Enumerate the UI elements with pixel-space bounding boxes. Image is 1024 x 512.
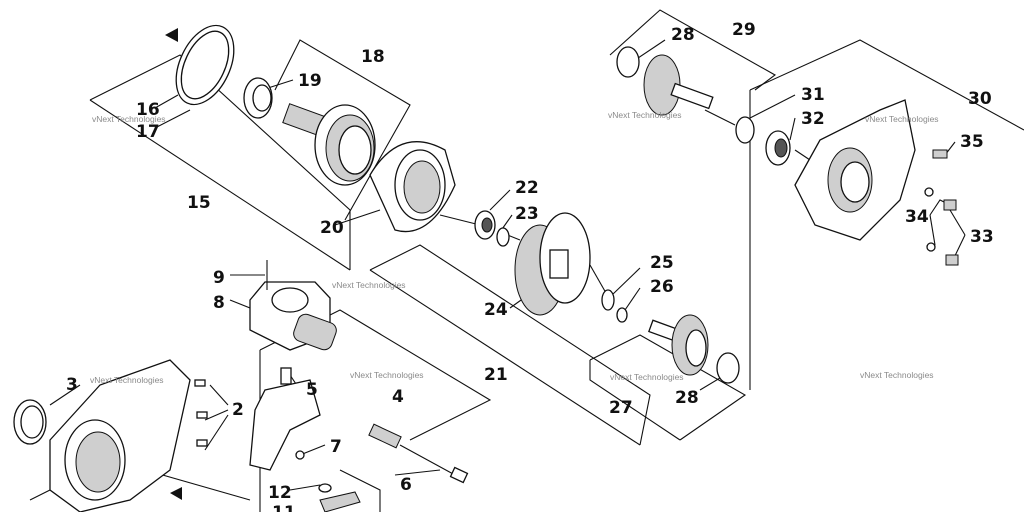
callout-32: 32 — [801, 109, 825, 129]
watermark: vNext Technologies — [90, 375, 164, 385]
watermark: vNext Technologies — [865, 114, 939, 124]
callout-26: 26 — [650, 277, 674, 297]
callout-16: 16 — [136, 100, 160, 120]
callout-27: 27 — [609, 398, 633, 418]
part-bearing-19 — [243, 77, 273, 119]
watermarks: vNext Technologies vNext Technologies vN… — [90, 110, 939, 385]
callout-2: 2 — [232, 400, 244, 420]
part-clutch-drum-18 — [282, 103, 376, 186]
watermark: vNext Technologies — [860, 370, 934, 380]
callout-15: 15 — [187, 193, 211, 213]
callout-35: 35 — [960, 132, 984, 152]
callout-12: 12 — [268, 483, 292, 503]
callout-30: 30 — [968, 89, 992, 109]
part-cover-30 — [794, 99, 916, 241]
part-ring-gear-16 — [165, 24, 235, 106]
watermark: vNext Technologies — [332, 280, 406, 290]
callout-6: 6 — [400, 475, 412, 495]
callout-28-upper: 28 — [671, 25, 695, 45]
callout-29: 29 — [732, 20, 756, 40]
callout-labels: 2 3 4 5 6 7 8 9 11 12 15 16 17 18 19 20 … — [66, 20, 994, 512]
part-washer-23 — [496, 227, 510, 247]
part-gear-shaft-29 — [616, 46, 714, 116]
part-washer-26 — [616, 307, 628, 323]
watermark: vNext Technologies — [350, 370, 424, 380]
callout-17: 17 — [136, 122, 160, 142]
callout-23: 23 — [515, 204, 539, 224]
callout-4: 4 — [392, 387, 404, 407]
part-output-gear-27 — [648, 314, 740, 384]
part-carrier-20 — [369, 141, 456, 233]
callout-11: 11 — [272, 503, 296, 512]
part-seal-31 — [735, 116, 755, 144]
watermark: vNext Technologies — [92, 114, 166, 124]
part-motor-8 — [249, 260, 337, 351]
callout-33: 33 — [970, 227, 994, 247]
part-bolts-33-35 — [924, 149, 959, 266]
callout-8: 8 — [213, 293, 225, 313]
part-housing-2 — [49, 359, 208, 512]
part-seal-3 — [13, 399, 47, 445]
part-sensor-6 — [368, 423, 469, 484]
callout-22: 22 — [515, 178, 539, 198]
callout-24: 24 — [484, 300, 508, 320]
callout-18: 18 — [361, 47, 385, 67]
callout-5: 5 — [306, 380, 318, 400]
callout-9: 9 — [213, 268, 225, 288]
part-link-12 — [318, 483, 361, 512]
part-planetary-24 — [514, 212, 591, 316]
callout-19: 19 — [298, 71, 322, 91]
callout-21: 21 — [484, 365, 508, 385]
part-bracket-4 — [249, 367, 321, 471]
callout-34: 34 — [905, 207, 929, 227]
callout-25: 25 — [650, 253, 674, 273]
callout-3: 3 — [66, 375, 78, 395]
part-washer-25 — [601, 289, 615, 311]
callout-31: 31 — [801, 85, 825, 105]
watermark: vNext Technologies — [608, 110, 682, 120]
callout-20: 20 — [320, 218, 344, 238]
watermark: vNext Technologies — [610, 372, 684, 382]
callout-7: 7 — [330, 437, 342, 457]
callout-28-lower: 28 — [675, 388, 699, 408]
part-bearing-22 — [474, 210, 496, 240]
part-bearing-32 — [765, 130, 791, 166]
